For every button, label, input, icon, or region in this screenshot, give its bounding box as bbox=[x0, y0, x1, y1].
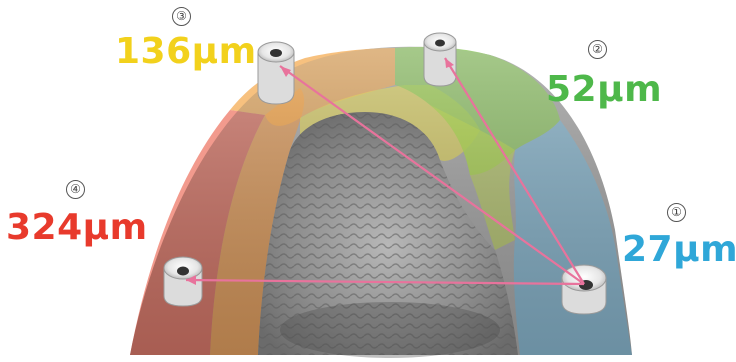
implant-number-4: ④ bbox=[66, 180, 85, 199]
deviation-label-3: 136µm bbox=[115, 34, 257, 70]
deviation-label-1: 27µm bbox=[622, 232, 736, 268]
deviation-label-4: 324µm bbox=[6, 210, 148, 246]
palate-shadow bbox=[280, 302, 500, 358]
implant-number-2: ② bbox=[588, 40, 607, 59]
implant-4 bbox=[164, 257, 202, 306]
deviation-label-2: 52µm bbox=[546, 72, 662, 108]
implant-2 bbox=[424, 33, 456, 86]
implant-number-3: ③ bbox=[172, 7, 191, 26]
implant-number-1: ① bbox=[667, 203, 686, 222]
